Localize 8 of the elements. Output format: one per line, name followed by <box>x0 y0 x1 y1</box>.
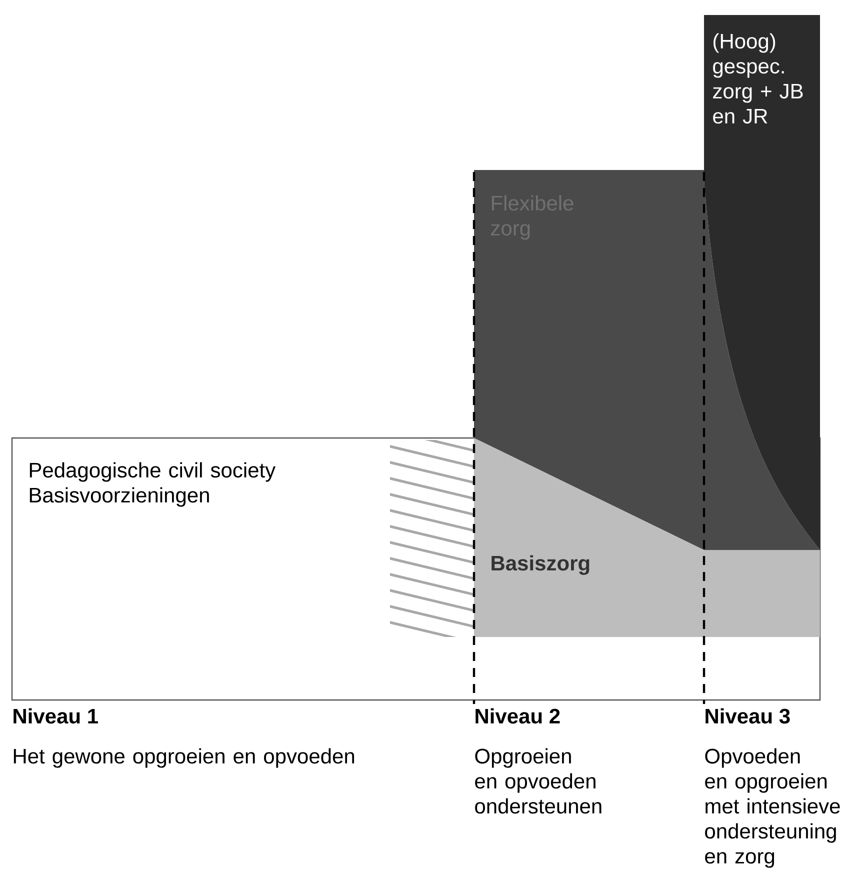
care-area: (Hoog) gespec. zorg + JB en JR <box>704 14 820 550</box>
level-heading: Niveau 1 <box>14 708 98 724</box>
care-area: Basiszorg <box>474 438 820 637</box>
level-description: Opgroeien en opvoeden ondersteunen <box>475 748 602 814</box>
level-heading: Niveau 3 <box>706 708 790 724</box>
level-description: Opvoeden en opgroeien met intensieve ondersteuning en zorg <box>705 748 840 868</box>
level-description: Het gewone opgroeien en opvoeden <box>14 748 354 768</box>
level-heading: Niveau 2 <box>476 708 560 724</box>
